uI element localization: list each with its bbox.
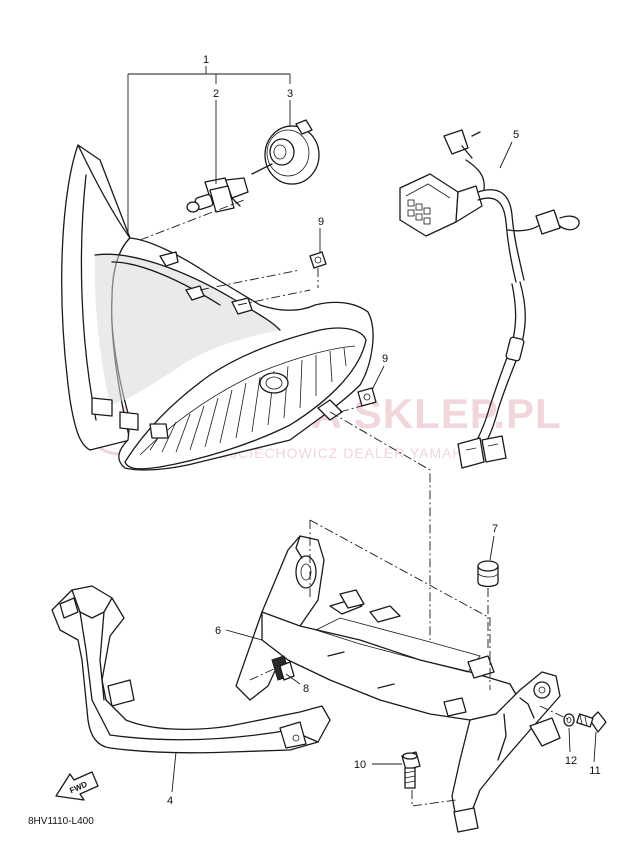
headlight-stay-left[interactable]	[51, 585, 331, 754]
nut-middle[interactable]	[357, 387, 377, 407]
callout-3: 3	[287, 88, 293, 100]
bolt-left[interactable]	[401, 751, 421, 789]
callouts: 1 2 3 4 5 6 7 8 9 9 10 11 12	[167, 54, 601, 807]
callout-4: 4	[167, 795, 173, 807]
callout-9-upper: 9	[318, 216, 324, 228]
washer[interactable]	[563, 713, 575, 727]
callout-5: 5	[513, 129, 519, 141]
damper[interactable]	[477, 560, 499, 588]
headlight-assembly[interactable]	[61, 144, 374, 471]
callout-8: 8	[303, 683, 309, 695]
callout-6: 6	[215, 625, 221, 637]
callout-7: 7	[492, 523, 498, 535]
headlight-stay-right[interactable]	[235, 535, 561, 833]
callout-9-middle: 9	[382, 353, 388, 365]
clip[interactable]	[271, 655, 295, 681]
assembly-lines	[139, 199, 571, 807]
callout-10: 10	[354, 759, 366, 771]
callout-2: 2	[213, 88, 219, 100]
watermark-sub-text: WOJCIECHOWICZ DEALER YAMAHA	[204, 445, 474, 461]
socket-cover[interactable]	[251, 119, 320, 185]
headlight-bulb[interactable]	[186, 177, 249, 213]
nut-upper[interactable]	[309, 251, 327, 269]
fwd-arrow-icon: FWD	[55, 771, 99, 801]
callout-11: 11	[589, 765, 600, 777]
wire-harness[interactable]	[399, 129, 580, 469]
callout-12: 12	[565, 755, 577, 767]
bolt-right[interactable]	[576, 711, 607, 733]
callout-1: 1	[203, 54, 209, 66]
leader-lines	[127, 66, 597, 793]
drawing-code: 8HV1110-L400	[28, 816, 94, 827]
